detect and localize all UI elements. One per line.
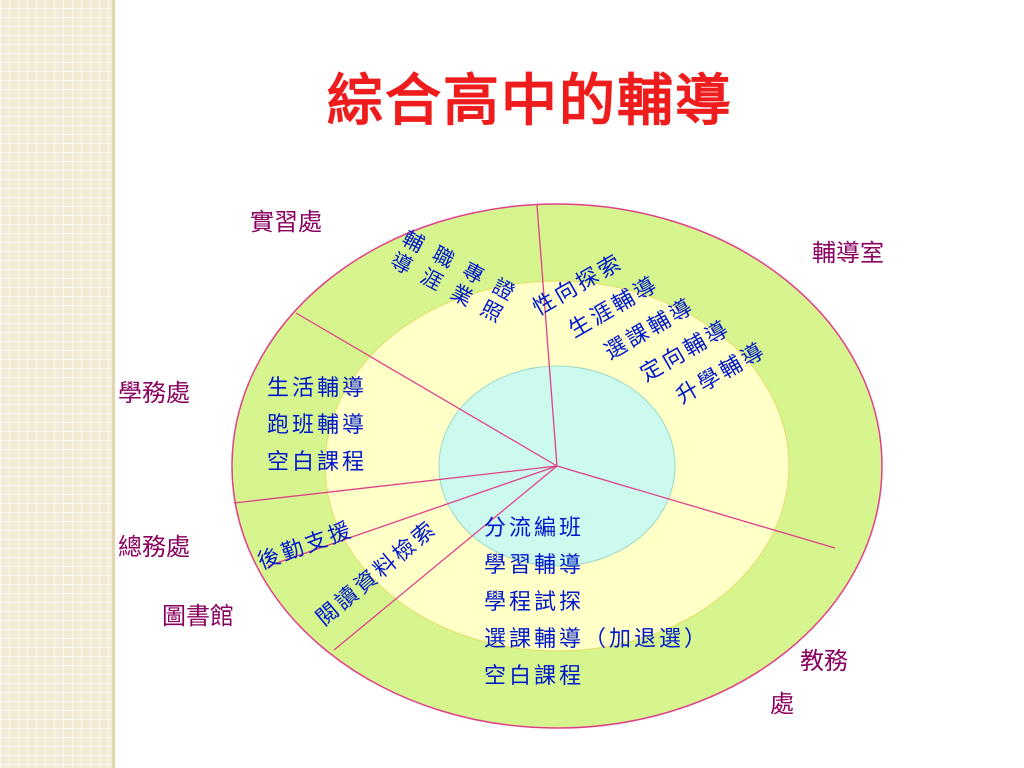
divider-practicum-counseling bbox=[536, 204, 558, 467]
student-affairs-items: 生活輔導 跑班輔導 空白課程 bbox=[267, 370, 367, 481]
office-general-affairs: 總務處 bbox=[118, 533, 190, 561]
academic-item: 選課輔導（加退選） bbox=[484, 627, 710, 652]
academic-item: 學程試探 bbox=[484, 590, 585, 615]
office-academic-affairs: 教務 bbox=[800, 647, 848, 675]
office-student-affairs: 學務處 bbox=[118, 379, 190, 407]
divider-academic-counseling bbox=[556, 465, 836, 549]
divider-practicum-student bbox=[295, 312, 558, 467]
office-library: 圖書館 bbox=[162, 602, 234, 630]
student-affairs-item: 生活輔導 bbox=[267, 376, 368, 401]
decorative-side-strip bbox=[0, 0, 115, 768]
student-affairs-item: 空白課程 bbox=[267, 450, 368, 475]
academic-item: 學習輔導 bbox=[484, 553, 585, 578]
office-practicum: 實習處 bbox=[250, 208, 322, 236]
academic-item: 分流編班 bbox=[484, 516, 585, 541]
page-title: 綜合高中的輔導 bbox=[327, 68, 733, 134]
student-affairs-item: 跑班輔導 bbox=[267, 413, 368, 438]
office-academic-affairs-cont: 處 bbox=[770, 690, 794, 718]
divider-student-general bbox=[233, 465, 558, 504]
academic-item: 空白課程 bbox=[484, 664, 585, 689]
academic-items: 分流編班 學習輔導 學程試探 選課輔導（加退選） 空白課程 bbox=[484, 510, 709, 695]
office-counseling: 輔導室 bbox=[812, 239, 884, 267]
sector-dividers bbox=[233, 204, 836, 651]
divider-general-library bbox=[267, 465, 558, 567]
divider-library-academic bbox=[333, 465, 558, 651]
